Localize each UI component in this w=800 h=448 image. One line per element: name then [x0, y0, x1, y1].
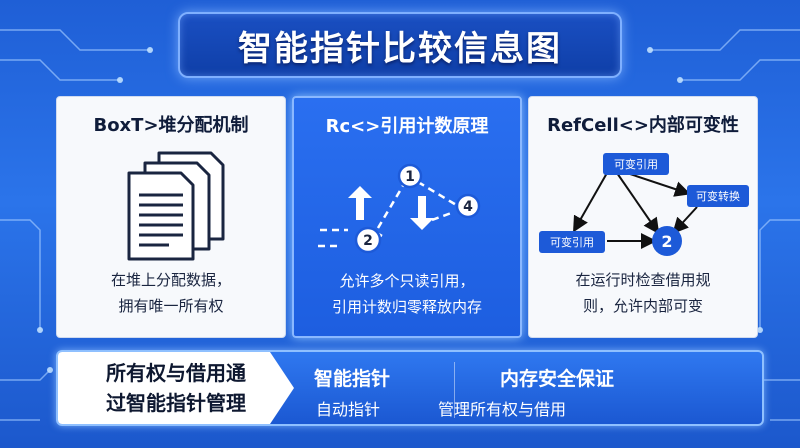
rc-node-1: 1: [405, 169, 415, 185]
smart-pointer-heading: 智能指针: [314, 368, 391, 390]
refcount-diagram: 1 4 2: [318, 163, 481, 254]
panel-box-title: BoxT>堆分配机制: [93, 115, 249, 136]
rc-node-4: 4: [463, 199, 473, 215]
summary-left: 所有权与借用通 过智能指针管理: [58, 352, 294, 424]
panel-rc-description: 允许多个只读引用， 引用计数归零释放内存: [331, 272, 482, 316]
panel-refcell-description: 在运行时检查借用规 则，允许内部可变: [575, 271, 711, 315]
refcell-label-left: 可变引用: [550, 235, 594, 249]
panel-refcell-title: RefCell<>内部可变性: [547, 115, 739, 136]
up-arrow-icon: [348, 186, 372, 220]
memory-safety-heading: 内存安全保证: [500, 368, 615, 390]
panel-box: BoxT>堆分配机制 在堆上分配数据， 拥有唯一所有权: [56, 96, 286, 338]
panel-rc-title: Rc<>引用计数原理: [325, 116, 489, 137]
panel-rc: Rc<>引用计数原理 1 4 2 允许多个只读引用， 引用计数归零释放内存: [292, 96, 522, 338]
summary-bar: 所有权与借用通 过智能指针管理 智能指针 自动指针 内存安全保证 管理所有权与借…: [56, 350, 764, 426]
documents-icon: [127, 151, 225, 261]
memory-safety-subtitle: 管理所有权与借用: [438, 400, 567, 419]
title-banner: 智能指针比较信息图: [178, 12, 622, 78]
smart-pointer-subtitle: 自动指针: [316, 400, 381, 419]
summary-divider: [454, 362, 455, 418]
panel-refcell: RefCell<>内部可变性 可变引用 可变转换 可变引用 2 在运行时检: [528, 96, 758, 338]
refcell-node-2: 2: [661, 232, 672, 251]
panel-box-description: 在堆上分配数据， 拥有唯一所有权: [110, 271, 231, 315]
refcell-label-top: 可变引用: [614, 157, 658, 171]
down-arrow-icon: [410, 196, 434, 230]
page-title: 智能指针比较信息图: [238, 28, 562, 69]
refcell-diagram: 可变引用 可变转换 可变引用 2: [539, 153, 749, 256]
rc-node-2: 2: [363, 233, 373, 249]
refcell-label-right: 可变转换: [696, 189, 740, 203]
